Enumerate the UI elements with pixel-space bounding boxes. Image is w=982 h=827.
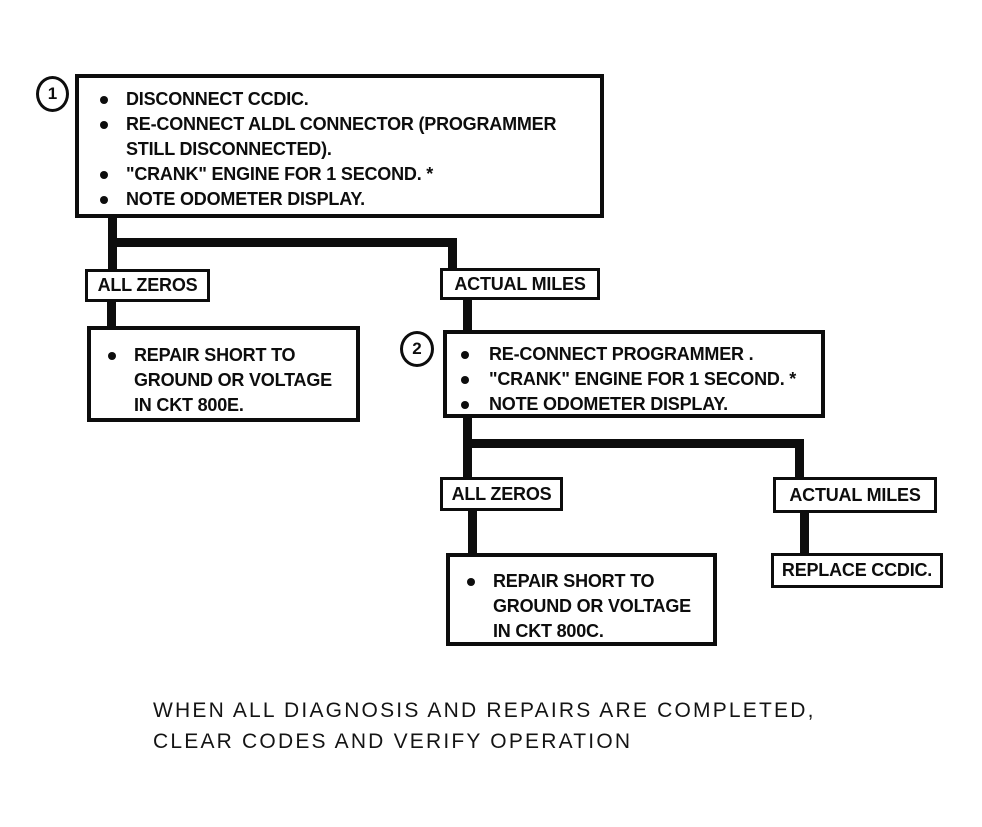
bullet-dot (100, 196, 108, 204)
bullet-dot (108, 352, 116, 360)
bullet-text: NOTE ODOMETER DISPLAY. (489, 394, 728, 414)
bullet-text: "CRANK" ENGINE FOR 1 SECOND. * (126, 164, 434, 184)
footer-note-line-1: WHEN ALL DIAGNOSIS AND REPAIRS ARE COMPL… (153, 699, 816, 722)
bullet-dot (100, 121, 108, 129)
step-1-number: 1 (47, 84, 58, 103)
bullet-text: DISCONNECT CCDIC. (126, 89, 309, 109)
actual-miles-label: ACTUAL MILES (454, 273, 586, 294)
connector-branch1-bar (108, 238, 457, 247)
connector-branch2-right-drop (795, 439, 804, 479)
step-2-bullet-3: NOTE ODOMETER DISPLAY. (461, 392, 815, 417)
repair-800c-line: REPAIR SHORT TO (493, 571, 655, 591)
connector-allzeros2-to-repair (468, 511, 477, 555)
connector-actualmiles1-to-step2 (463, 300, 472, 332)
step-1-bullet-3: "CRANK" ENGINE FOR 1 SECOND. * (100, 162, 592, 187)
connector-branch1-right-drop (448, 238, 457, 271)
label-box-actual-miles-2: ACTUAL MILES (773, 477, 937, 513)
step-2-badge: 2 (400, 331, 434, 367)
bullet-text: RE-CONNECT ALDL CONNECTOR (PROGRAMMER (126, 114, 557, 134)
bullet-dot (461, 401, 469, 409)
step-1-bullet-2: RE-CONNECT ALDL CONNECTOR (PROGRAMMER ST… (100, 112, 592, 162)
bullet-text: STILL DISCONNECTED). (126, 139, 332, 159)
all-zeros-label: ALL ZEROS (97, 275, 198, 295)
bullet-text: "CRANK" ENGINE FOR 1 SECOND. * (489, 369, 797, 389)
repair-800c-box: REPAIR SHORT TO GROUND OR VOLTAGE IN CKT… (446, 553, 717, 646)
bullet-dot (467, 578, 475, 586)
replace-ccdic-label: REPLACE CCDIC. (781, 560, 933, 580)
step-1-badge: 1 (36, 76, 69, 112)
label-box-all-zeros-2: ALL ZEROS (440, 477, 563, 511)
bullet-dot (100, 96, 108, 104)
bullet-text: NOTE ODOMETER DISPLAY. (126, 189, 365, 209)
step-2-number: 2 (412, 339, 422, 358)
repair-800e-line: GROUND OR VOLTAGE (134, 370, 332, 390)
step-2-box: RE-CONNECT PROGRAMMER . "CRANK" ENGINE F… (443, 330, 825, 418)
all-zeros-label: ALL ZEROS (451, 483, 552, 504)
bullet-dot (461, 351, 469, 359)
connector-actualmiles2-to-replace (800, 513, 809, 555)
repair-800c-line: IN CKT 800C. (493, 621, 604, 641)
bullet-dot (461, 376, 469, 384)
actual-miles-label: ACTUAL MILES (789, 484, 921, 505)
step-1-bullet-4: NOTE ODOMETER DISPLAY. (100, 187, 592, 212)
step-2-bullet-1: RE-CONNECT PROGRAMMER . (461, 342, 815, 367)
step-1-box: DISCONNECT CCDIC. RE-CONNECT ALDL CONNEC… (75, 74, 604, 218)
repair-800e-line: IN CKT 800E. (134, 395, 244, 415)
footer-note-line-2: CLEAR CODES AND VERIFY OPERATION (153, 730, 633, 753)
connector-branch2-bar (463, 439, 804, 448)
step-2-bullet-2: "CRANK" ENGINE FOR 1 SECOND. * (461, 367, 815, 392)
replace-ccdic-box: REPLACE CCDIC. (771, 553, 943, 588)
bullet-text: RE-CONNECT PROGRAMMER . (489, 344, 754, 364)
bullet-dot (100, 171, 108, 179)
repair-800c-line: GROUND OR VOLTAGE (493, 596, 691, 616)
label-box-actual-miles-1: ACTUAL MILES (440, 268, 600, 300)
repair-800e-line: REPAIR SHORT TO (134, 345, 296, 365)
step-1-bullet-1: DISCONNECT CCDIC. (100, 87, 592, 112)
label-box-all-zeros-1: ALL ZEROS (85, 269, 210, 302)
connector-allzeros1-to-repair (107, 302, 116, 328)
repair-800e-box: REPAIR SHORT TO GROUND OR VOLTAGE IN CKT… (87, 326, 360, 422)
